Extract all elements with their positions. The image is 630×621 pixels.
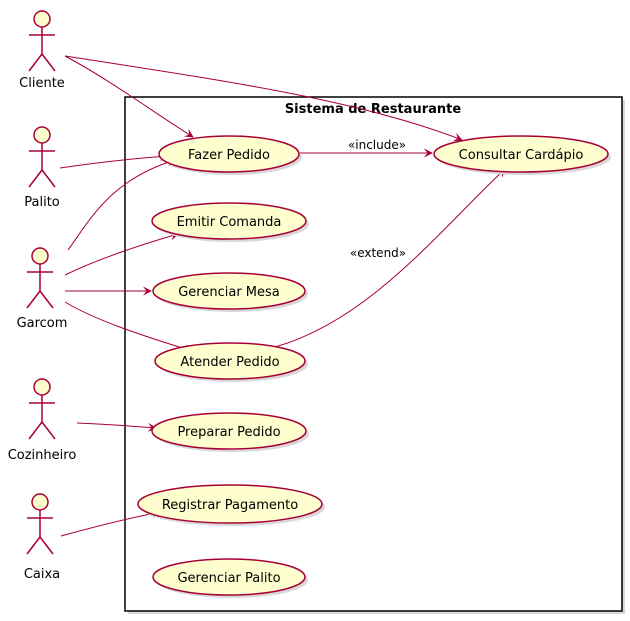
actor-cozinheiro: Cozinheiro <box>8 378 77 463</box>
edge-palito-fazer-pedido <box>59 152 169 169</box>
actor-label: Cliente <box>19 76 65 91</box>
extend-label: «extend» <box>350 246 406 260</box>
stick-figure-icon <box>28 10 56 72</box>
use-case-registrar-pagamento: Registrar Pagamento <box>137 484 325 526</box>
edge-cozinheiro-preparar-pedido <box>76 422 157 432</box>
include-label: «include» <box>348 138 406 152</box>
use-case-fazer-pedido: Fazer Pedido <box>158 135 302 175</box>
use-case-label: Gerenciar Mesa <box>178 285 280 300</box>
system-boundary: Sistema de Restaurante <box>124 96 625 614</box>
stick-figure-icon <box>28 126 56 188</box>
actor-garcom: Garcom <box>17 247 68 331</box>
stick-figure-icon <box>26 493 54 555</box>
use-case-emitir-comanda: Emitir Comanda <box>151 202 309 242</box>
use-case-atender-pedido: Atender Pedido <box>154 342 308 382</box>
actor-label: Cozinheiro <box>8 448 77 463</box>
stick-figure-icon <box>28 378 56 440</box>
edge-garcom-fazer-pedido <box>67 158 176 251</box>
use-case-gerenciar-mesa: Gerenciar Mesa <box>152 272 308 312</box>
use-case-label: Registrar Pagamento <box>162 498 298 513</box>
edge-garcom-emitir-comanda <box>64 231 179 276</box>
use-case-consultar-cardapio: Consultar Cardápio <box>433 135 611 175</box>
edge-cliente-fazer-pedido <box>64 55 194 138</box>
use-case-label: Emitir Comanda <box>177 215 282 230</box>
stick-figure-icon <box>26 247 54 309</box>
actor-cliente: Cliente <box>19 10 65 91</box>
use-case-label: Fazer Pedido <box>188 148 270 163</box>
use-case-gerenciar-palito: Gerenciar Palito <box>152 558 308 598</box>
use-case-label: Atender Pedido <box>180 355 279 370</box>
actor-label: Caixa <box>24 567 60 582</box>
use-case-label: Gerenciar Palito <box>177 571 280 586</box>
actor-caixa: Caixa <box>24 493 60 582</box>
actor-label: Garcom <box>17 316 68 331</box>
edge-cliente-consultar-cardapio <box>64 55 463 142</box>
actor-label: Palito <box>24 195 60 210</box>
actor-palito: Palito <box>24 126 60 210</box>
relationships: «include» «extend» <box>59 55 506 537</box>
use-case-preparar-pedido: Preparar Pedido <box>151 412 309 452</box>
use-case-label: Preparar Pedido <box>177 425 280 440</box>
edge-garcom-atender-pedido <box>64 301 193 353</box>
use-case-label: Consultar Cardápio <box>459 148 584 163</box>
edge-caixa-registrar-pagamento <box>60 509 161 537</box>
edge-extend <box>274 168 506 348</box>
system-title: Sistema de Restaurante <box>285 102 462 117</box>
